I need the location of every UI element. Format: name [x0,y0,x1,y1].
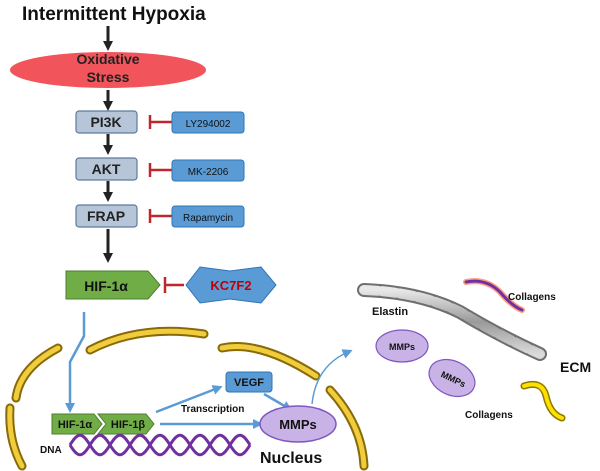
collagen-fiber-top-core [464,279,524,312]
elastin-label: Elastin [372,306,408,318]
arrow-hif-into-nucleus [65,312,86,413]
akt-node [75,157,138,181]
nucleus-label: Nucleus [260,450,322,467]
nucleus-membrane-right-top-inner [219,344,319,379]
ly294002-box [171,111,245,134]
arrow-mmps-export [311,349,353,405]
collagens-bottom-label: Collagens [465,410,513,421]
nucleus-hif1b-label: HIF-1β [111,419,146,431]
nucleus-mmps [259,405,337,443]
rapamycin-box [171,205,245,228]
nucleus-membrane-top-inner [87,328,207,353]
hif1a-label: HIF-1α [84,278,128,294]
mk2206-label: MK-2206 [188,167,229,178]
vegf-box [225,371,273,393]
nucleus-membrane-left-lower-inner [7,405,25,469]
frap-label: FRAP [87,208,125,224]
ecm-mmps-b [428,358,476,398]
frap-node [75,204,138,228]
arrow-vegf-to-mmps [263,392,293,411]
dna-label: DNA [40,445,62,456]
collagens-top-label: Collagens [508,292,556,303]
akt-label: AKT [92,161,121,177]
nucleus-mmps-label: MMPs [279,417,317,432]
nucleus-hif1b [96,413,155,435]
nucleus-membrane-right-inner [327,387,367,469]
collagen-fiber-bottom-core [522,382,564,420]
ly294002-label: LY294002 [186,119,231,130]
ecm-label: ECM [560,359,591,375]
stress-line1: Oxidative [76,51,139,67]
nucleus-hif1a [51,413,103,435]
ecm-mmps-a-label: MMPs [389,342,415,352]
title: Intermittent Hypoxia [22,4,206,25]
dna-helix [68,433,252,457]
nucleus-membrane-left-inner [13,345,61,401]
nucleus-membrane-left [11,343,63,403]
hif1a-node [65,270,161,300]
vegf-label: VEGF [234,377,264,389]
ecm-mmps-a [375,329,429,363]
mk2206-box [171,159,245,182]
rapamycin-label: Rapamycin [183,213,233,224]
arrow-hif-to-vegf [155,385,223,414]
nucleus-hif1a-label: HIF-1α [58,419,93,431]
pi3k-node [75,110,138,134]
stress-line2: Stress [87,69,130,85]
elastin-fiber [357,283,547,361]
kc7f2-label: KC7F2 [210,278,251,293]
oxidative-stress-ellipse [10,52,206,88]
kc7f2-star [185,266,277,304]
pi3k-label: PI3K [90,114,121,130]
transcription-label: Transcription [181,404,244,415]
